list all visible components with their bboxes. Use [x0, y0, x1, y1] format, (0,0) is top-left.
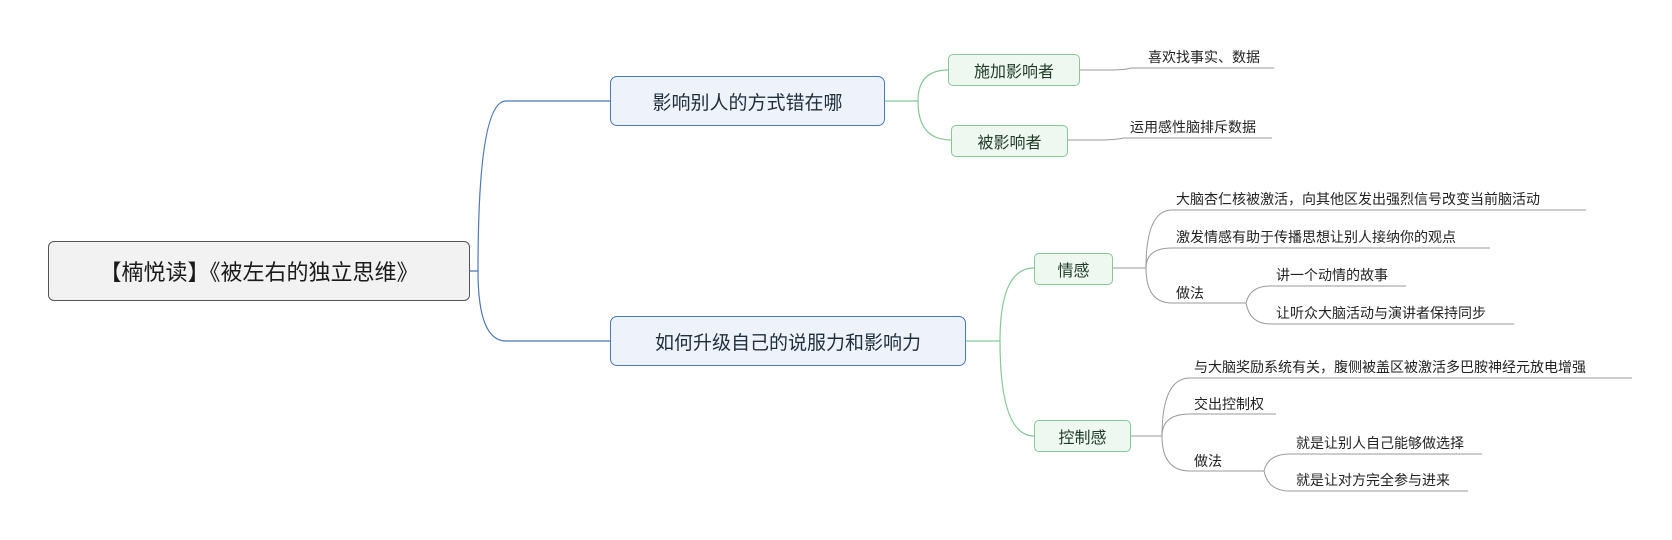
leaf-emotion-amygdala[interactable]: 大脑杏仁核被激活，向其他区发出强烈信号改变当前脑活动	[1176, 192, 1540, 208]
link-child2-leaf	[1068, 137, 1272, 141]
link-root-branch2	[477, 270, 610, 342]
link-control-method-leaf1	[1263, 453, 1482, 472]
leaf-emotion-method-story[interactable]: 讲一个动情的故事	[1276, 268, 1388, 284]
leaf-emotion-method[interactable]: 做法	[1176, 286, 1204, 302]
leaf-control-method-choose[interactable]: 就是让别人自己能够做选择	[1296, 436, 1464, 452]
link-emotion-method	[1145, 267, 1246, 304]
link-branch1-child2	[917, 100, 952, 141]
branch-topic-influence-mistakes[interactable]: 影响别人的方式错在哪	[610, 76, 885, 126]
link-branch2-control	[999, 340, 1035, 437]
link-control-method	[1161, 435, 1264, 472]
root-topic[interactable]: 【楠悦读】《被左右的独立思维》	[48, 241, 470, 301]
leaf-influenced-reject-data[interactable]: 运用感性脑排斥数据	[1130, 120, 1256, 136]
leaf-influencer-facts[interactable]: 喜欢找事实、数据	[1148, 50, 1260, 66]
link-emotion-leaf2	[1145, 247, 1490, 269]
leaf-emotion-method-sync[interactable]: 让听众大脑活动与演讲者保持同步	[1276, 306, 1486, 322]
link-branch2-emotion	[966, 267, 1035, 342]
subtopic-control[interactable]: 控制感	[1034, 420, 1131, 452]
link-child1-leaf	[1080, 67, 1274, 71]
link-root-branch1	[470, 100, 610, 272]
leaf-control-reward-system[interactable]: 与大脑奖励系统有关，腹侧被盖区被激活多巴胺神经元放电增强	[1194, 360, 1586, 376]
subtopic-influenced[interactable]: 被影响者	[951, 125, 1068, 157]
leaf-control-method-participate[interactable]: 就是让对方完全参与进来	[1296, 473, 1450, 489]
link-emotion-method-leaf2	[1245, 302, 1514, 325]
link-emotion-method-leaf1	[1245, 285, 1406, 304]
leaf-control-hand-over[interactable]: 交出控制权	[1194, 397, 1264, 413]
subtopic-influencer[interactable]: 施加影响者	[948, 54, 1080, 86]
link-branch1-child1	[885, 69, 949, 102]
subtopic-emotion[interactable]: 情感	[1034, 253, 1113, 285]
link-control-leaf2	[1161, 413, 1276, 437]
branch-topic-upgrade-persuasion[interactable]: 如何升级自己的说服力和影响力	[610, 316, 966, 366]
leaf-control-method[interactable]: 做法	[1194, 454, 1222, 470]
leaf-emotion-spread-ideas[interactable]: 激发情感有助于传播思想让别人接纳你的观点	[1176, 230, 1456, 246]
link-control-method-leaf2	[1263, 470, 1468, 492]
